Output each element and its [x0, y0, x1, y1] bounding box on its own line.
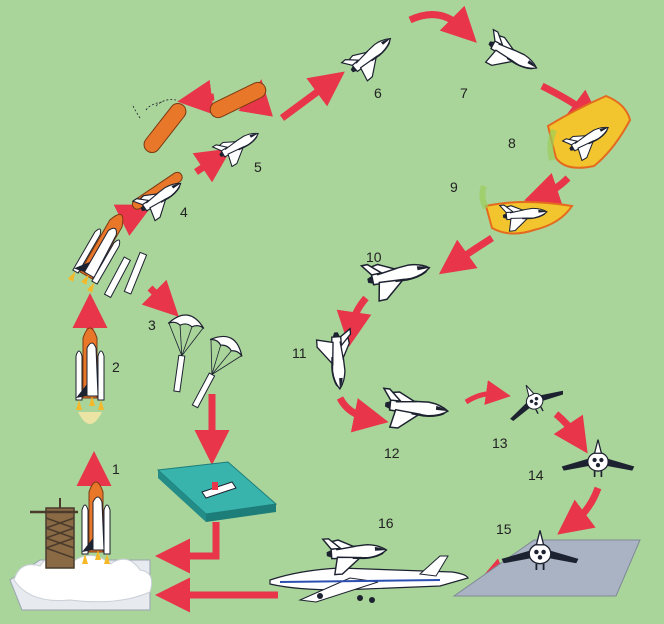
- arrow-6-to-7: [408, 5, 477, 43]
- orbiter-step-14: [561, 438, 635, 478]
- sea-recovery-scene: [156, 461, 278, 522]
- parachute-booster-1: [158, 312, 206, 395]
- arrow-13-to-14: [553, 411, 588, 454]
- arrow-to-3: [141, 279, 179, 317]
- step-label-13: 13: [492, 435, 508, 451]
- shuttle-step-4: [131, 171, 191, 226]
- step-label-10: 10: [366, 249, 382, 265]
- arrow-to-6: [279, 71, 345, 121]
- step-label-15: 15: [496, 521, 512, 537]
- launch-pad-scene: [9, 481, 153, 611]
- step-label-7: 7: [460, 85, 468, 101]
- reentry-step-9: [479, 184, 574, 235]
- arrow-9-to-10: [438, 235, 494, 275]
- external-tank-drifting: [131, 81, 267, 154]
- step-label-8: 8: [508, 135, 516, 151]
- step-label-16: 16: [378, 515, 394, 531]
- arrow-11-to-12: [336, 396, 389, 433]
- arrow-tank-drift: [177, 79, 215, 115]
- carrier-aircraft-scene: [269, 534, 469, 603]
- flow-arrows: [72, 5, 603, 613]
- arrow-10-to-11: [336, 295, 372, 347]
- orbiter-step-6: [341, 28, 403, 87]
- step-label-5: 5: [254, 159, 262, 175]
- step-label-9: 9: [450, 179, 458, 195]
- arrow-12-to-13: [464, 380, 511, 405]
- orbiter-step-7: [477, 28, 544, 86]
- launch-tower: [30, 498, 78, 569]
- shuttle-liftoff: [75, 327, 105, 411]
- liftoff-exhaust: [78, 412, 102, 424]
- step-label-3: 3: [148, 317, 156, 333]
- arrow-14-to-15: [557, 486, 602, 535]
- arrow-sea-to-pad: [155, 522, 220, 574]
- carrier-747-fuselage: [269, 567, 469, 591]
- step-label-1: 1: [112, 461, 120, 477]
- boosters-separating: [103, 251, 148, 299]
- orbiter-step-11: [315, 327, 355, 391]
- step-label-11: 11: [292, 345, 307, 361]
- arrow-8-to-9: [524, 172, 571, 207]
- arrow-tank-sep: [238, 79, 273, 117]
- step-label-4: 4: [180, 204, 188, 220]
- reentry-step-8: [546, 94, 632, 169]
- step-label-12: 12: [384, 445, 400, 461]
- step-label-6: 6: [374, 85, 382, 101]
- recovery-ship: [201, 481, 237, 499]
- orbiter-step-12: [379, 387, 451, 434]
- runway-landing-scene: [452, 529, 641, 597]
- step-label-2: 2: [112, 359, 120, 375]
- step-label-14: 14: [528, 467, 544, 483]
- arrow-to-5: [192, 148, 232, 183]
- stack-on-pad: [81, 481, 111, 565]
